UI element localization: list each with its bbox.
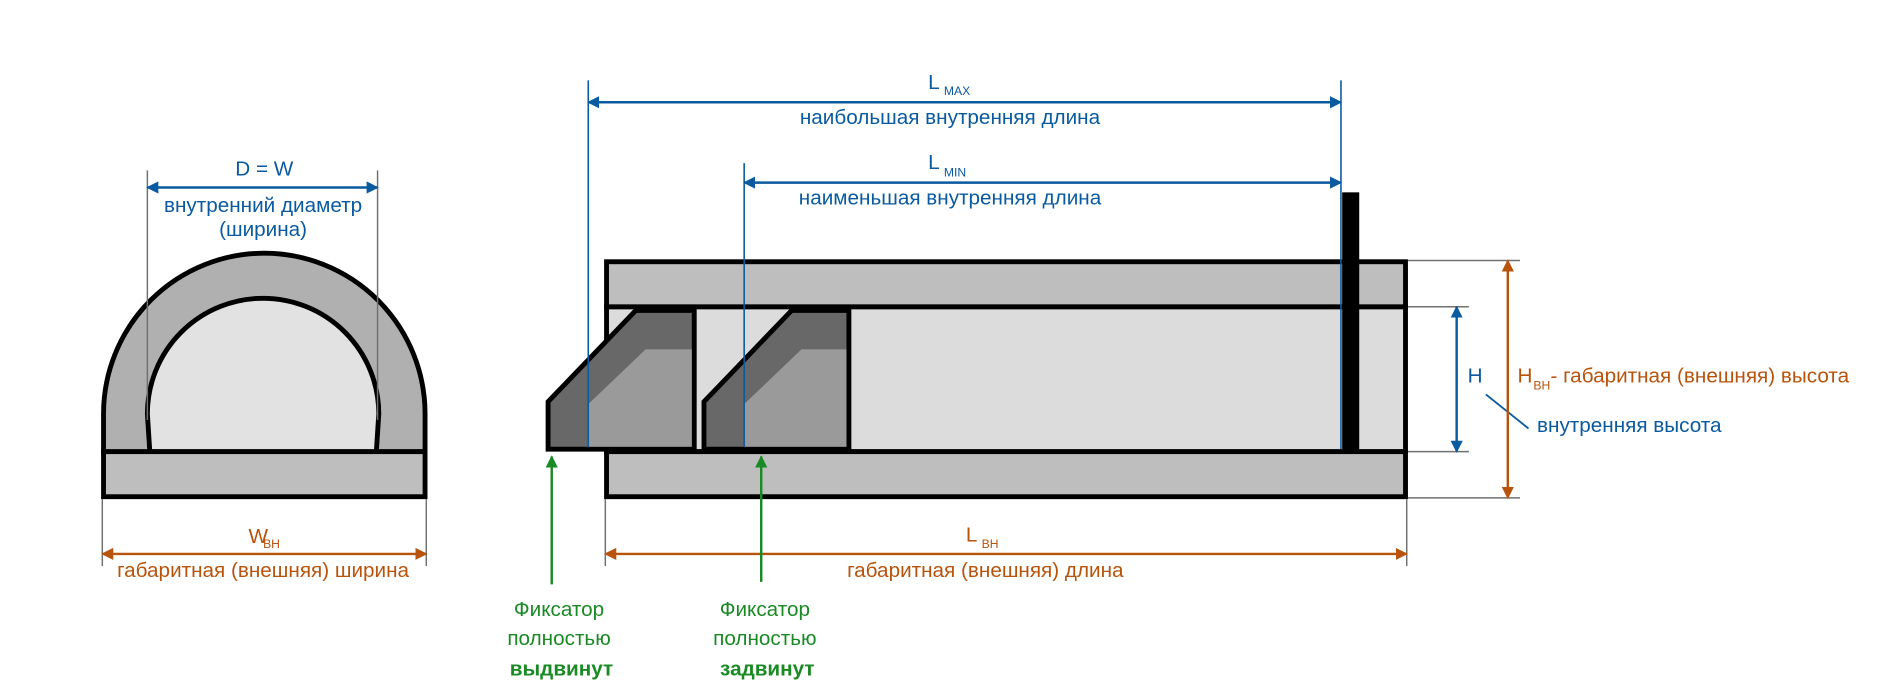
- latch-extended-label-2: полностью: [507, 627, 610, 650]
- outer-width-label: габаритная (внешняя) ширина: [117, 559, 409, 582]
- cross-section-view: D = W внутренний диаметр (ширина) W ВН г…: [101, 157, 428, 582]
- inner-opening: [144, 295, 382, 455]
- diameter-symbol: D = W: [235, 157, 294, 180]
- inner-height-label: внутренняя высота: [1537, 414, 1722, 437]
- latch-retracted-state: задвинут: [720, 658, 814, 681]
- outer-length-subscript: ВН: [982, 537, 999, 551]
- outer-length-symbol: L: [966, 524, 978, 547]
- latch-extended-state: выдвинут: [510, 658, 613, 681]
- lmax-subscript: MAX: [944, 84, 970, 98]
- outer-width-symbol: W: [248, 525, 268, 548]
- outer-height-subscript: ВН: [1533, 379, 1550, 393]
- outer-height-symbol: H: [1518, 364, 1533, 387]
- lmin-subscript: MIN: [944, 166, 966, 180]
- end-stop: [1342, 192, 1360, 452]
- inner-height-symbol: H: [1468, 364, 1483, 387]
- lmin-symbol: L: [928, 151, 940, 174]
- bottom-wall: [604, 449, 1408, 500]
- diameter-label: внутренний диаметр: [164, 194, 362, 217]
- latch-retracted-label-2: полностью: [713, 627, 816, 650]
- lmax-label: наибольшая внутренняя длина: [800, 106, 1101, 129]
- outer-length-label: габаритная (внешняя) длина: [847, 559, 1124, 582]
- lmax-symbol: L: [928, 71, 940, 94]
- latch-extended-label-1: Фиксатор: [514, 598, 604, 621]
- latch-extended: [545, 308, 697, 452]
- side-view: L MAX наибольшая внутренняя длина L MIN …: [507, 71, 1849, 681]
- latch-retracted-label-1: Фиксатор: [720, 598, 810, 621]
- base-plate: [101, 449, 428, 500]
- lmin-label: наименьшая внутренняя длина: [799, 187, 1102, 210]
- top-wall: [604, 259, 1408, 310]
- latch-retracted: [701, 308, 852, 452]
- diameter-label-sub: (ширина): [219, 218, 307, 241]
- outer-height-label: - габаритная (внешняя) высота: [1550, 364, 1849, 387]
- outer-width-subscript: ВН: [263, 537, 280, 551]
